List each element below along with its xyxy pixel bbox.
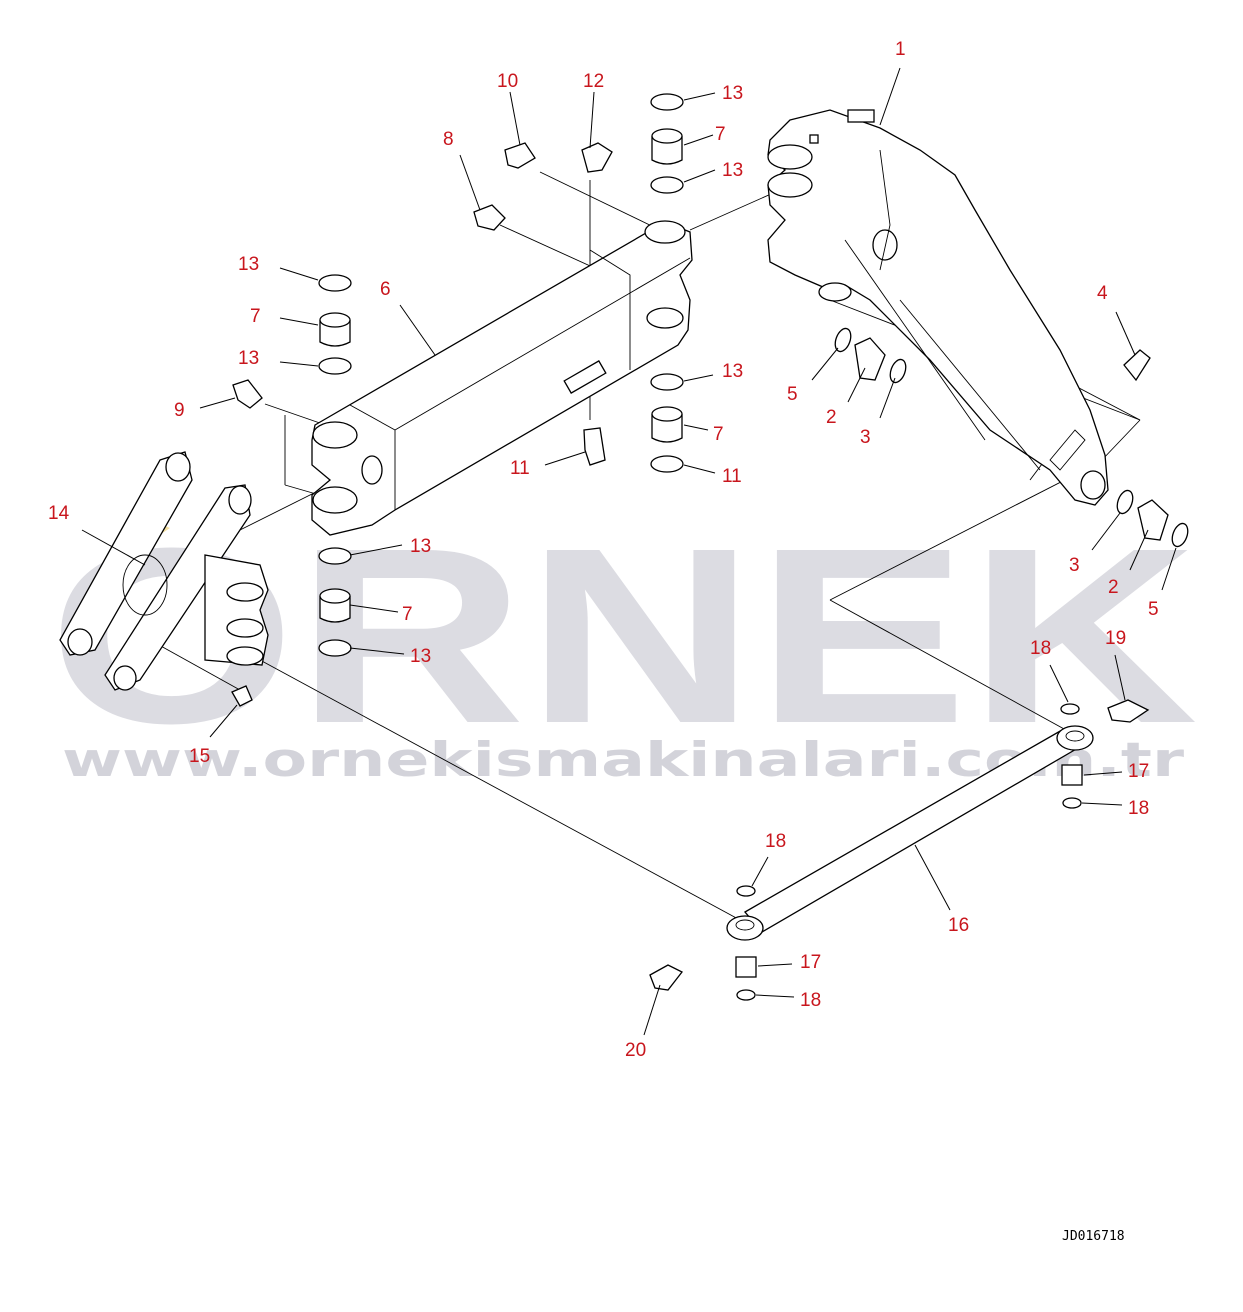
pin-bushings-lower: [1116, 489, 1189, 548]
callout-5-lower: 5: [1148, 599, 1159, 620]
callout-9: 9: [174, 400, 185, 421]
callout-7-bottom: 7: [402, 604, 413, 625]
callout-15: 15: [189, 746, 210, 767]
leader-lines: [81, 67, 1177, 1036]
bushing-stack-right: [650, 373, 684, 473]
callout-13-bottom-b: 13: [410, 646, 431, 667]
tie-rod-part-16: [726, 725, 1094, 941]
callout-4: 4: [1097, 283, 1108, 304]
tie-rod-bushings-right: [1060, 703, 1083, 809]
callout-20: 20: [625, 1040, 646, 1061]
callout-1: 1: [895, 39, 906, 60]
tie-rod-bushings-left: [735, 885, 757, 1001]
document-id: JD016718: [1062, 1229, 1125, 1244]
callout-17-left: 17: [800, 952, 821, 973]
callout-2-upper: 2: [826, 407, 837, 428]
callout-13-left-b: 13: [238, 348, 259, 369]
callout-6: 6: [380, 279, 391, 300]
bushing-stack-top: [650, 93, 684, 194]
callout-16: 16: [948, 915, 969, 936]
callout-7-top: 7: [715, 124, 726, 145]
pin-bushings-upper: [834, 327, 907, 384]
grease-fittings: [231, 142, 1151, 991]
callout-5-upper: 5: [787, 384, 798, 405]
callout-14: 14: [48, 503, 70, 524]
callout-11-right: 11: [722, 466, 742, 487]
callout-7-left: 7: [250, 306, 261, 327]
callout-2-lower: 2: [1108, 577, 1119, 598]
callout-18-right-bottom: 18: [1128, 798, 1149, 819]
callout-13-top-a: 13: [722, 83, 743, 104]
boom-arm-part-6: [311, 220, 693, 536]
link-bracket-part-14: [59, 451, 269, 691]
callout-7-right: 7: [713, 424, 724, 445]
callout-18-right-top: 18: [1030, 638, 1051, 659]
callout-3-lower: 3: [1069, 555, 1080, 576]
callout-12: 12: [583, 71, 604, 92]
bushing-stack-left: [318, 274, 352, 375]
callout-13-bottom-a: 13: [410, 536, 431, 557]
callout-3-upper: 3: [860, 427, 871, 448]
callout-8: 8: [443, 129, 454, 150]
callout-18-left-top: 18: [765, 831, 786, 852]
callout-13-left-a: 13: [238, 254, 259, 275]
bushing-stack-bottom: [318, 547, 352, 657]
callout-19: 19: [1105, 628, 1126, 649]
front-frame-part-1: [767, 109, 1109, 506]
callout-13-right-a: 13: [722, 361, 743, 382]
callout-11-middle: 11: [510, 458, 530, 479]
callout-13-top-b: 13: [722, 160, 743, 181]
callout-18-left-bottom: 18: [800, 990, 821, 1011]
callout-10: 10: [497, 71, 518, 92]
callout-17-right: 17: [1128, 761, 1149, 782]
callout-labels: 1 10 12 13 7 13 8 13 6 7 13 4 9 5 2 3 13…: [48, 39, 1159, 1061]
